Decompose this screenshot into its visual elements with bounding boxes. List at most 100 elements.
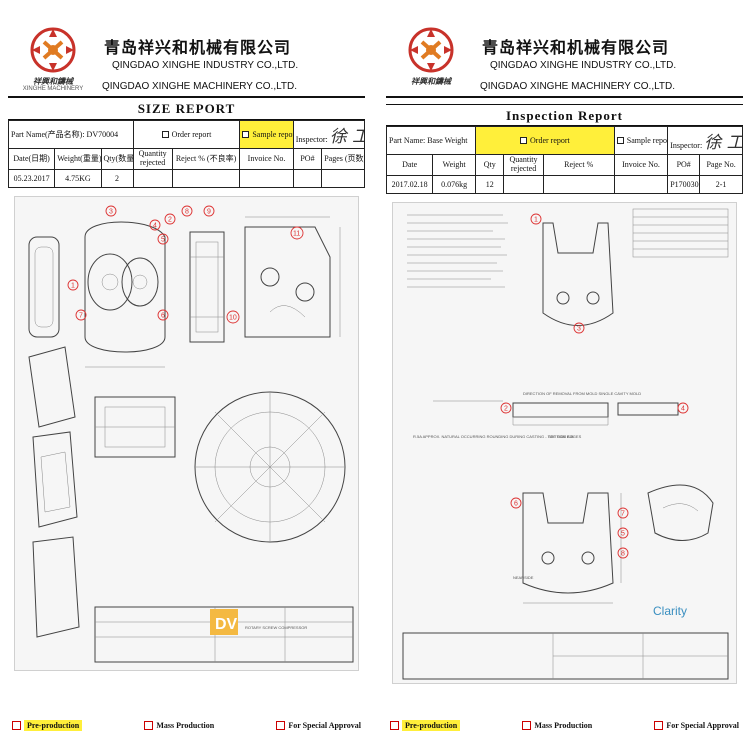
logo-caption: XINGHE MACHINERY bbox=[22, 86, 84, 92]
sample-report-checkbox[interactable] bbox=[616, 137, 624, 144]
svg-text:7: 7 bbox=[79, 312, 83, 319]
cell-invoice bbox=[613, 174, 669, 194]
special-approval-checkbox[interactable] bbox=[276, 720, 286, 730]
col-reject-pct: Reject % (不良率) bbox=[171, 148, 241, 170]
part-name-label: Part Name(产品名称): bbox=[11, 130, 85, 139]
company-name-industry: QINGDAO XINGHE INDUSTRY CO.,LTD. bbox=[490, 60, 677, 71]
mass-production-option[interactable]: Mass Production bbox=[144, 720, 215, 730]
column-header-row: Date(日期) Weight(重量) Qty(数量) Quantity rej… bbox=[7, 148, 365, 170]
order-report-checkbox[interactable] bbox=[161, 131, 169, 138]
company-name-cn: 青岛祥兴和机械有限公司 bbox=[104, 40, 292, 57]
inspector-cell: Inspector: 徐 工 bbox=[292, 120, 366, 149]
special-approval-option[interactable]: For Special Approval bbox=[654, 720, 739, 730]
balloon-10: 10 bbox=[226, 310, 240, 324]
svg-text:1: 1 bbox=[534, 216, 538, 223]
mass-production-label: Mass Production bbox=[534, 720, 593, 730]
drawing-svg: Clarity R.5A APPROX. NATURAL OCCURRING R… bbox=[402, 208, 729, 680]
company-name-machinery: QINGDAO XINGHE MACHINERY CO.,LTD. bbox=[480, 81, 676, 92]
svg-text:3: 3 bbox=[109, 208, 113, 215]
balloon-2: 2 bbox=[164, 213, 176, 225]
col-weight: Weight(重量) bbox=[54, 148, 102, 170]
part-name-cell: Part Name(产品名称): DV70004 bbox=[8, 120, 134, 149]
inspection-report-sheet: 祥興和鑄械 青岛祥兴和机械有限公司 QINGDAO XINGHE INDUSTR… bbox=[385, 14, 743, 738]
cell-po bbox=[292, 168, 323, 188]
inspector-label: Inspector: bbox=[670, 141, 703, 150]
svg-text:8: 8 bbox=[185, 208, 189, 215]
special-approval-option[interactable]: For Special Approval bbox=[276, 720, 361, 730]
cell-rejected bbox=[503, 174, 544, 194]
svg-text:1: 1 bbox=[71, 282, 75, 289]
inspector-cell: Inspector: 徐 工 bbox=[667, 126, 743, 155]
logo-text: 祥興和鑄械 bbox=[33, 77, 73, 86]
svg-text:6: 6 bbox=[514, 500, 518, 507]
cell-date: 2017.02.18 bbox=[385, 174, 434, 194]
svg-text:3: 3 bbox=[577, 325, 581, 332]
svg-text:5: 5 bbox=[161, 236, 165, 243]
drawing-section-label: SECTION B-B bbox=[548, 434, 574, 439]
pre-production-label: Pre-production bbox=[24, 719, 83, 731]
report-info-table: Part Name: Base Weight Order report Samp… bbox=[385, 126, 743, 194]
sample-report-checkbox[interactable] bbox=[242, 131, 250, 138]
cell-pages bbox=[321, 168, 365, 188]
order-report-label: Order report bbox=[530, 136, 570, 145]
report-info-table: Part Name(产品名称): DV70004 Order report Sa… bbox=[7, 120, 366, 188]
sample-report-option[interactable]: Sample report bbox=[239, 120, 294, 149]
cell-qty: 2 bbox=[100, 168, 134, 188]
inspector-signature: 徐 工 bbox=[329, 127, 364, 147]
pre-production-checkbox[interactable] bbox=[390, 720, 399, 730]
report-title: SIZE REPORT bbox=[8, 98, 365, 120]
company-logo-icon bbox=[408, 27, 454, 73]
balloon-6: 6 bbox=[510, 497, 522, 509]
balloon-7: 7 bbox=[617, 507, 629, 519]
svg-text:2: 2 bbox=[504, 405, 508, 412]
mass-production-option[interactable]: Mass Production bbox=[522, 720, 593, 730]
col-invoice: Invoice No. bbox=[239, 148, 294, 170]
sample-report-label: Sample report bbox=[626, 136, 668, 145]
part-name-cell: Part Name: Base Weight bbox=[386, 126, 476, 155]
balloon-4: 4 bbox=[677, 402, 689, 414]
company-logo-icon bbox=[30, 27, 76, 73]
svg-text:4: 4 bbox=[153, 222, 157, 229]
cell-reject-pct bbox=[171, 168, 241, 188]
order-report-checkbox[interactable] bbox=[520, 137, 527, 144]
mass-production-label: Mass Production bbox=[156, 720, 215, 730]
col-invoice: Invoice No. bbox=[613, 154, 669, 176]
part-row: Part Name: Base Weight Order report Samp… bbox=[386, 126, 743, 155]
col-po: PO# bbox=[667, 154, 701, 176]
order-report-option[interactable]: Order report bbox=[474, 126, 615, 155]
mass-production-checkbox[interactable] bbox=[144, 720, 154, 730]
svg-text:9: 9 bbox=[207, 208, 211, 215]
sample-report-option[interactable]: Sample report bbox=[613, 126, 669, 155]
col-page-no: Page No. bbox=[699, 154, 743, 176]
col-qty: Qty bbox=[474, 154, 505, 176]
mass-production-checkbox[interactable] bbox=[522, 720, 532, 730]
col-po: PO# bbox=[292, 148, 323, 170]
svg-text:4: 4 bbox=[681, 405, 685, 412]
col-quantity-rejected: Quantity rejected bbox=[132, 148, 173, 170]
special-approval-checkbox[interactable] bbox=[654, 720, 664, 730]
inspector-label: Inspector: bbox=[295, 135, 328, 144]
drawing-note-removal: DIRECTION OF REMOVAL FROM MOLD SINGLE CA… bbox=[523, 391, 641, 396]
pre-production-checkbox[interactable] bbox=[12, 720, 21, 730]
order-report-option[interactable]: Order report bbox=[132, 120, 241, 149]
balloon-9: 9 bbox=[203, 205, 215, 217]
pre-production-label: Pre-production bbox=[402, 719, 461, 731]
col-date: Date(日期) bbox=[7, 148, 56, 170]
svg-text:7: 7 bbox=[621, 510, 625, 517]
part-name-label: Part Name: bbox=[389, 136, 426, 145]
table-row: 2017.02.18 0.076kg 12 P170030 2-1 bbox=[385, 174, 743, 194]
balloon-5: 5 bbox=[617, 527, 629, 539]
drawing-title: ROTARY SCREW COMPRESSOR bbox=[245, 625, 307, 630]
pre-production-option[interactable]: Pre-production bbox=[390, 719, 461, 731]
pre-production-option[interactable]: Pre-production bbox=[12, 719, 83, 731]
col-date: Date bbox=[385, 154, 434, 176]
drawing-logo: Clarity bbox=[653, 604, 687, 618]
balloon-4: 4 bbox=[149, 219, 161, 231]
technical-drawing: Clarity R.5A APPROX. NATURAL OCCURRING R… bbox=[392, 201, 737, 684]
special-approval-label: For Special Approval bbox=[288, 720, 361, 730]
balloon-7: 7 bbox=[75, 309, 87, 321]
cell-weight: 0.076kg bbox=[432, 174, 476, 194]
production-status-footer: Pre-production Mass Production For Speci… bbox=[386, 712, 743, 738]
balloon-5: 5 bbox=[157, 233, 169, 245]
report-header: 祥興和鑄械 XINGHE MACHINERY 青岛祥兴和机械有限公司 QINGD… bbox=[8, 14, 365, 98]
